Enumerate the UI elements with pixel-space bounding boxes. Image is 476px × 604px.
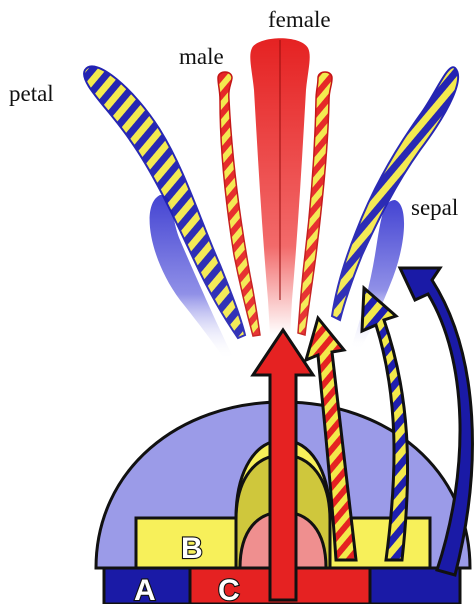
- label-sepal: sepal: [411, 195, 458, 220]
- gene-label-a: A: [134, 574, 156, 604]
- gene-label-c: C: [218, 574, 240, 604]
- gene-label-b: B: [181, 532, 203, 565]
- label-female: female: [268, 7, 331, 32]
- petal-right: [332, 67, 458, 320]
- floral-organs: [84, 38, 458, 360]
- label-male: male: [179, 44, 224, 69]
- label-petal: petal: [9, 81, 54, 106]
